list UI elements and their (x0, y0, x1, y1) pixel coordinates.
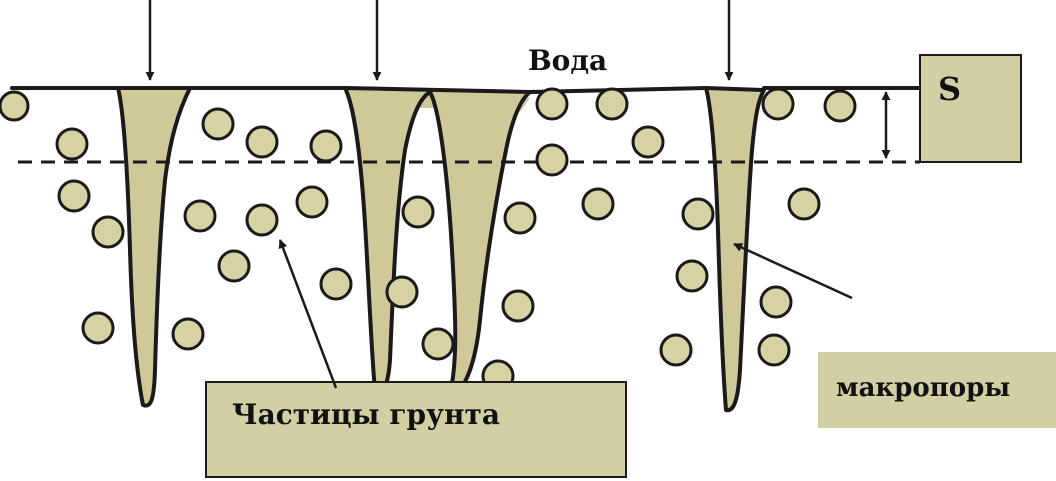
soil-particle (503, 291, 533, 321)
soil-particle (825, 91, 855, 121)
macropores-label: макропоры (836, 373, 1010, 403)
soil-particle (633, 127, 663, 157)
water-label: Вода (528, 44, 607, 77)
soil-particle (321, 269, 351, 299)
soil-particle (505, 203, 535, 233)
s-box (920, 55, 1021, 162)
soil-particle (387, 277, 417, 307)
soil-particle (59, 181, 89, 211)
soil-particle (789, 189, 819, 219)
soil-particle (677, 261, 707, 291)
soil-particle (423, 329, 453, 359)
soil-particle (203, 109, 233, 139)
soil-particle (247, 127, 277, 157)
soil-particle (297, 187, 327, 217)
soil-particles-label: Частицы грунта (232, 398, 500, 431)
soil-particle (763, 89, 793, 119)
soil-particle (583, 189, 613, 219)
soil-particle (759, 335, 789, 365)
s-box-label: S (938, 70, 961, 108)
soil-particle (83, 313, 113, 343)
soil-particle (57, 129, 87, 159)
soil-particle (0, 92, 28, 120)
soil-particle (247, 205, 277, 235)
soil-particle (93, 217, 123, 247)
soil-particle (537, 145, 567, 175)
soil-particle (311, 131, 341, 161)
soil-particle (219, 251, 249, 281)
soil-particle (537, 89, 567, 119)
soil-particle (761, 287, 791, 317)
soil-particle (185, 201, 215, 231)
soil-particle (403, 197, 433, 227)
soil-particle (683, 199, 713, 229)
soil-particle (597, 89, 627, 119)
soil-particle (661, 335, 691, 365)
soil-particle (173, 319, 203, 349)
